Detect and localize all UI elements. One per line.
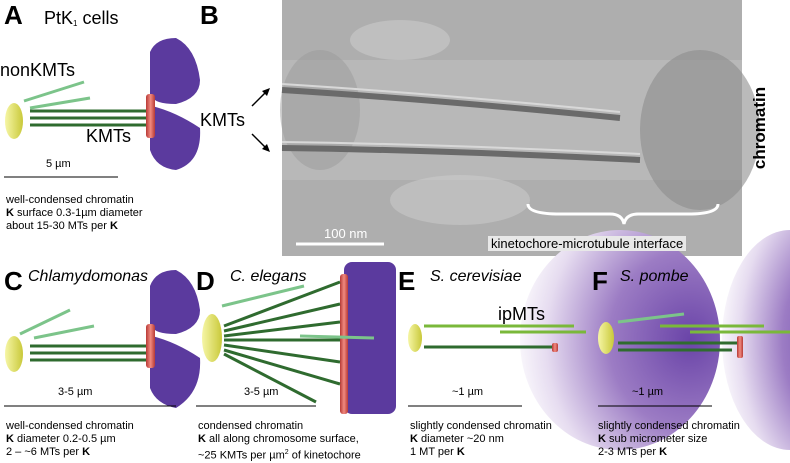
scale-label: 3-5 µm [58,386,93,398]
panel-letter-c: C [4,266,23,296]
brace [526,203,720,225]
kinetochore [552,343,558,352]
cell-type-label: PtK1 cells [44,8,119,28]
spindle-pole-body [408,324,422,352]
panel-d-diagram [196,262,396,414]
spindle-pole-body [202,314,222,362]
panel-b-arrows [251,88,270,152]
nonkmt-line [617,312,685,324]
organism-label: C. elegans [230,268,307,285]
caption-d: condensed chromatin K all along chromoso… [198,420,361,462]
organism-label: S. pombe [620,268,689,285]
nonkmt-line [299,334,375,340]
kmt-line [223,352,317,404]
kmt-line [223,343,341,364]
nucleus-shape [520,230,720,450]
nonkmt-line [29,96,91,110]
caption-c: well-condensed chromatin K diameter 0.2-… [6,420,134,458]
nonkmts-label: nonKMTs [0,60,76,80]
spindle-pole-body [5,336,23,372]
kmt-line [223,348,341,386]
panel-letter-d: D [196,266,215,296]
scale-label: 5 µm [46,158,71,170]
kinetochore [340,274,348,414]
panel-f-diagram [598,230,790,450]
nonkmt-line [19,308,71,336]
panel-c-diagram [4,270,201,408]
chromosome-shape [147,38,201,170]
arrow-head [262,88,270,96]
spindle-pole-body [5,103,23,139]
kinetochore [146,94,155,138]
kmt-line [223,302,341,333]
interface-label: kinetochore-microtubule interface [488,236,687,251]
spindle-pole-body [598,322,614,354]
ipmts-label: ipMTs [498,304,546,324]
scale-label: ~1 µm [452,386,484,398]
chromatin-label: chromatin [750,86,769,170]
kmt-line [223,280,341,328]
panel-a-diagram [4,38,201,178]
panel-letter-e: E [398,266,416,296]
em-micrograph [280,0,760,256]
microtubule-em [281,145,641,163]
kmts-label: KMTs [86,126,131,146]
caption-f: slightly condensed chromatin K sub micro… [598,420,740,458]
nonkmt-line [221,284,305,308]
nonkmt-line [33,324,95,340]
microtubule-em [281,87,621,121]
organism-label: S. cerevisiae [430,268,522,285]
nucleus-shape [722,230,790,450]
organism-label: Chlamydomonas [28,268,149,285]
caption-a: well-condensed chromatin K surface 0.3-1… [6,194,143,232]
panel-letter-a: A [4,0,23,30]
panel-letter-f: F [592,266,608,296]
kinetochore [737,336,743,358]
em-scale-label: 100 nm [324,226,368,241]
kmts-label: KMTs [200,110,245,130]
panel-letter-b: B [200,0,219,30]
scale-label: ~1 µm [632,386,664,398]
chromosome-shape [147,270,201,408]
kmt-line [223,320,341,338]
panel-e-diagram [408,230,720,450]
scale-label: 3-5 µm [244,386,279,398]
caption-e: slightly condensed chromatin K diameter … [410,420,552,458]
arrow-head [262,144,270,152]
kinetochore [146,324,155,368]
nonkmt-line [23,80,85,103]
